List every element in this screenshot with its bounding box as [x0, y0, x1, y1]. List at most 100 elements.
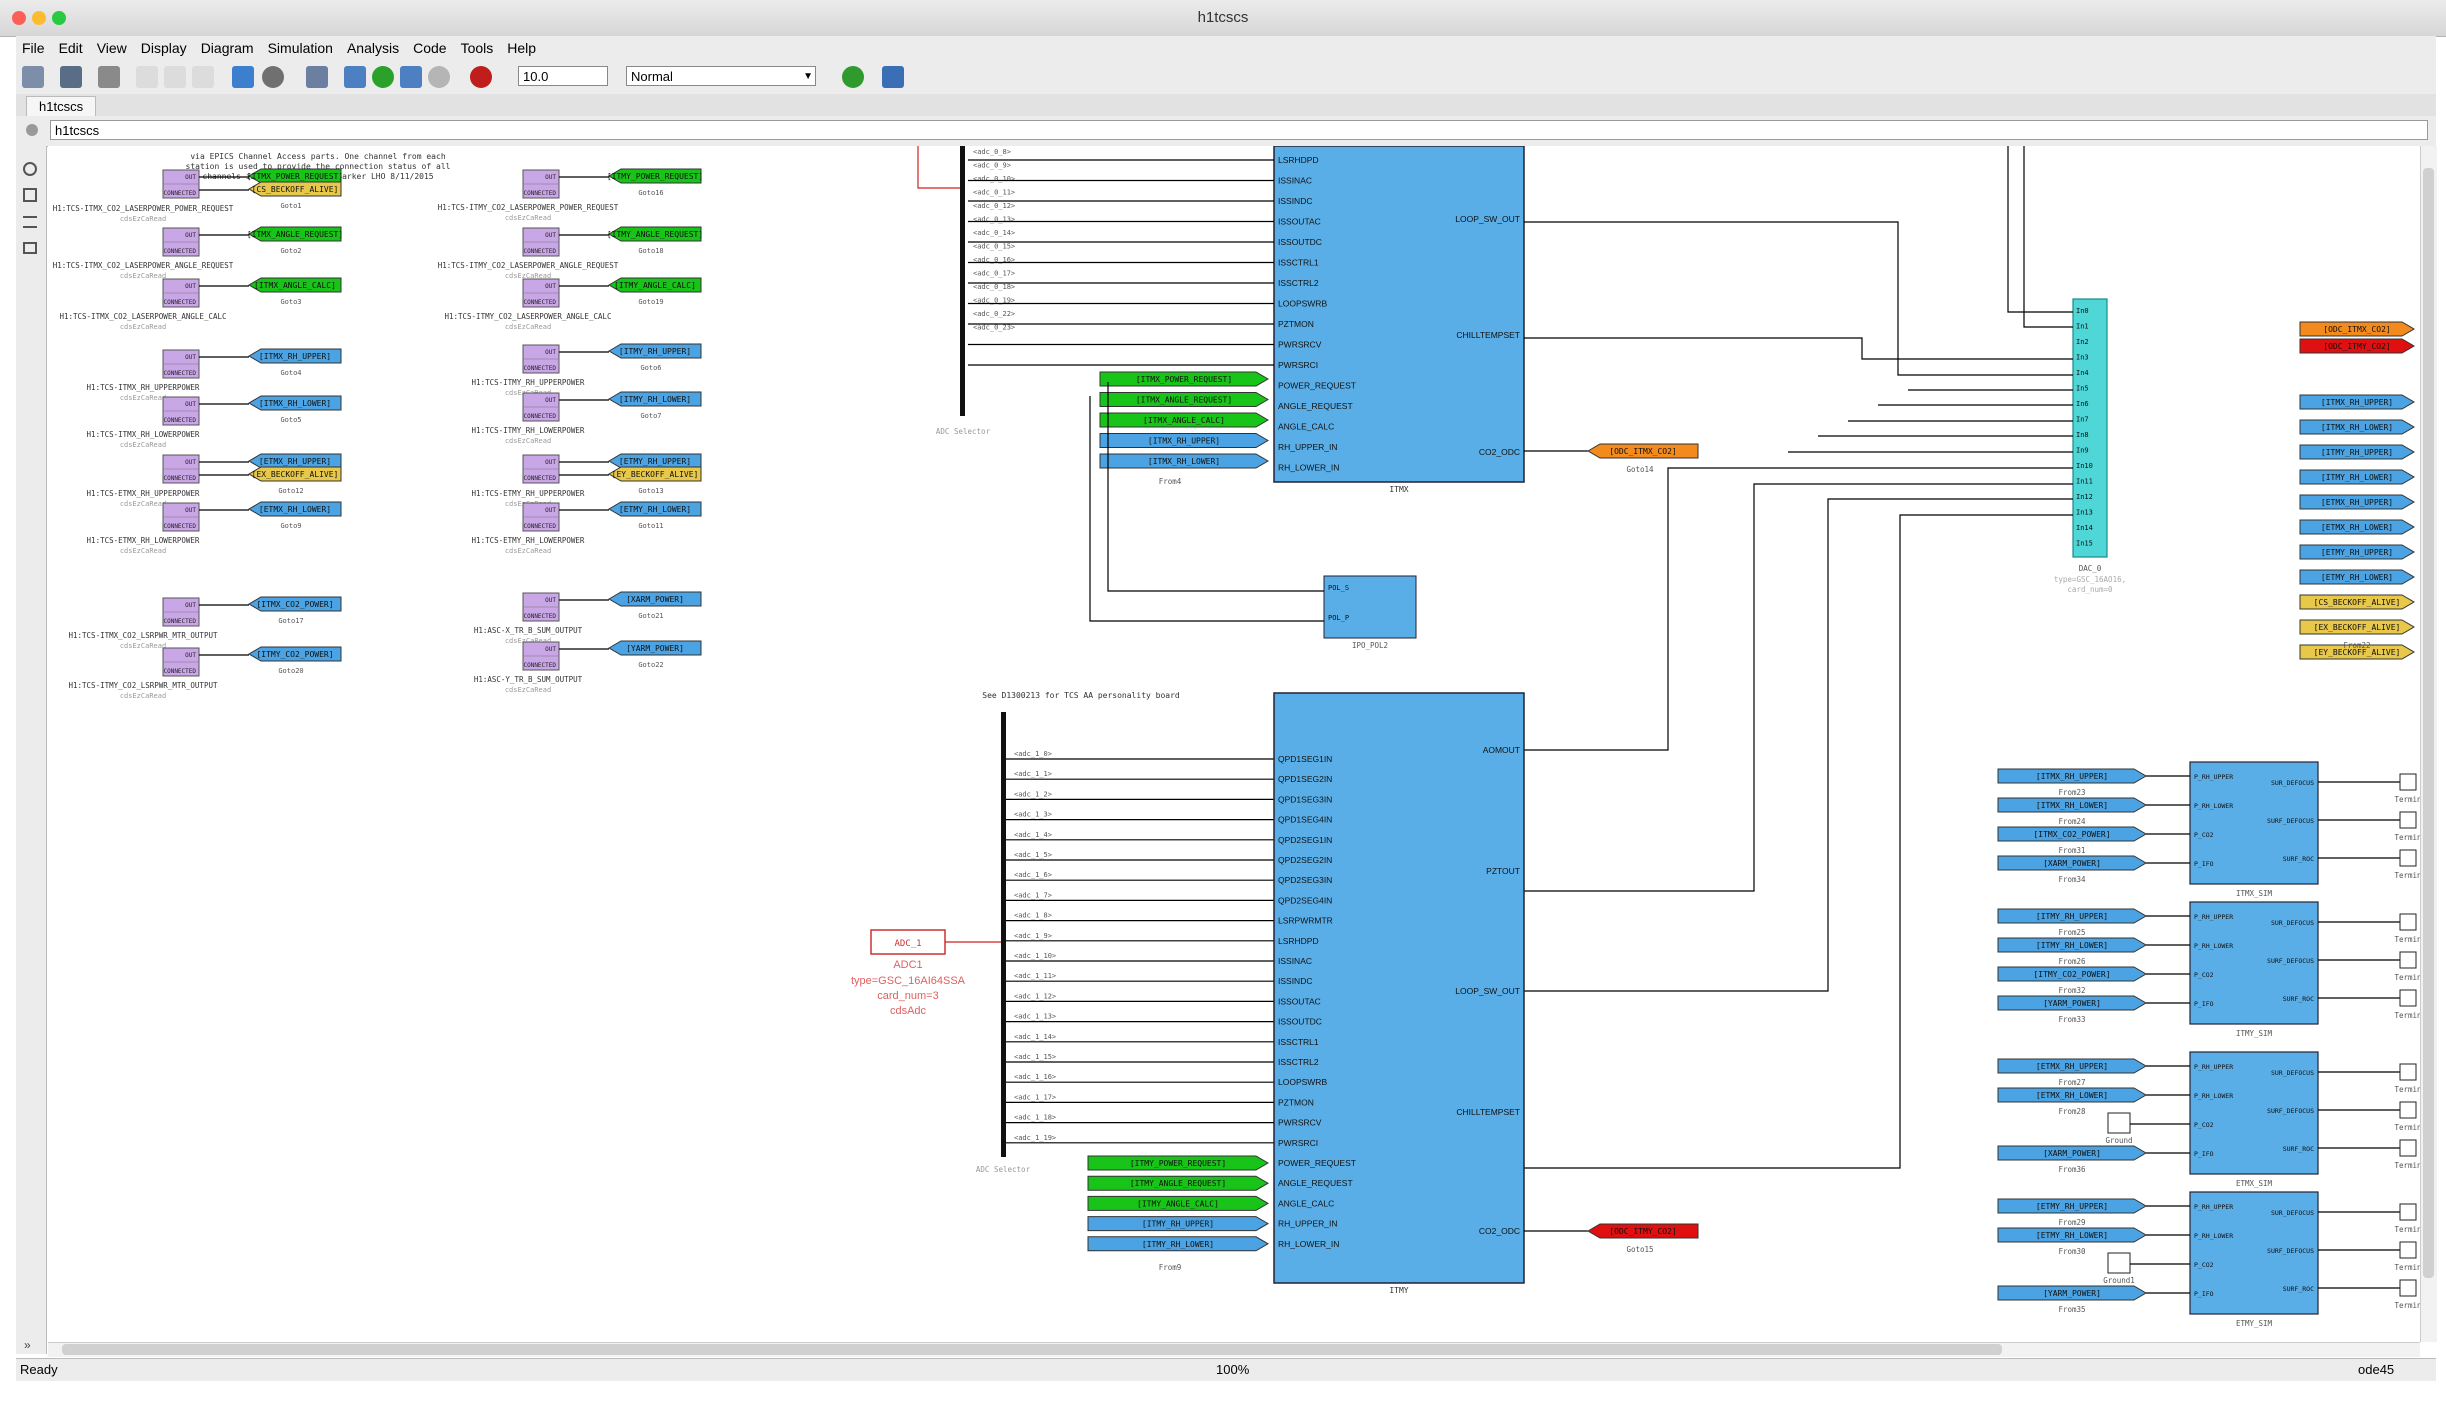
terminator-block[interactable] — [2399, 1101, 2417, 1119]
zoom-icon[interactable] — [23, 162, 37, 176]
terminator-block[interactable] — [2399, 773, 2417, 791]
itmx-subsystem[interactable] — [1273, 146, 1525, 483]
from-tag[interactable] — [2299, 321, 2415, 337]
goto-tag[interactable] — [608, 640, 702, 656]
grid-icon[interactable] — [882, 66, 904, 88]
from-tag[interactable] — [1087, 1175, 1269, 1191]
from-tag[interactable] — [2299, 519, 2415, 535]
from-tag[interactable] — [1997, 966, 2147, 982]
menu-display[interactable]: Display — [140, 40, 187, 56]
sim-subsystem[interactable] — [2189, 1191, 2319, 1315]
check-icon[interactable] — [842, 66, 864, 88]
goto-tag[interactable] — [608, 391, 702, 407]
goto-tag[interactable] — [248, 453, 342, 469]
adc0-selector-bar[interactable] — [960, 146, 965, 416]
goto-tag[interactable] — [608, 453, 702, 469]
from-tag[interactable] — [1087, 1155, 1269, 1171]
history-icon[interactable] — [26, 124, 38, 136]
goto-tag[interactable] — [608, 501, 702, 517]
forward-icon[interactable] — [164, 66, 186, 88]
goto-tag[interactable] — [248, 277, 342, 293]
fit-view-icon[interactable] — [23, 188, 37, 202]
goto-tag[interactable] — [248, 395, 342, 411]
from-tag[interactable] — [1099, 371, 1269, 387]
goto-tag[interactable] — [248, 168, 342, 184]
ground-block[interactable] — [2107, 1252, 2131, 1274]
goto-tag[interactable] — [608, 343, 702, 359]
from-tag[interactable] — [2299, 594, 2415, 610]
goto-tag[interactable] — [1587, 1223, 1699, 1239]
from-tag[interactable] — [1997, 797, 2147, 813]
model-canvas[interactable]: via EPICS Channel Access parts. One chan… — [48, 146, 2420, 1342]
step-back-icon[interactable] — [344, 66, 366, 88]
goto-tag[interactable] — [248, 596, 342, 612]
from-tag[interactable] — [2299, 544, 2415, 560]
terminator-block[interactable] — [2399, 1279, 2417, 1297]
from-tag[interactable] — [1997, 937, 2147, 953]
goto-tag[interactable] — [608, 277, 702, 293]
goto-tag[interactable] — [608, 226, 702, 242]
menu-view[interactable]: View — [96, 40, 127, 56]
from-tag[interactable] — [1997, 1145, 2147, 1161]
adc1-block[interactable] — [870, 929, 946, 955]
from-tag[interactable] — [1997, 1198, 2147, 1214]
from-tag[interactable] — [2299, 444, 2415, 460]
print-icon[interactable] — [98, 66, 120, 88]
from-tag[interactable] — [1087, 1195, 1269, 1211]
step-forward-icon[interactable] — [400, 66, 422, 88]
vertical-scrollbar[interactable] — [2420, 146, 2437, 1342]
model-explorer-icon[interactable] — [306, 66, 328, 88]
up-icon[interactable] — [192, 66, 214, 88]
goto-tag[interactable] — [608, 591, 702, 607]
save-icon[interactable] — [60, 66, 82, 88]
terminator-block[interactable] — [2399, 913, 2417, 931]
stop-time-input[interactable]: 10.0 — [518, 66, 608, 86]
run-icon[interactable] — [372, 66, 394, 88]
goto-tag[interactable] — [248, 646, 342, 662]
back-icon[interactable] — [136, 66, 158, 88]
terminator-block[interactable] — [2399, 951, 2417, 969]
terminator-block[interactable] — [2399, 989, 2417, 1007]
menu-code[interactable]: Code — [413, 40, 447, 56]
from-tag[interactable] — [1997, 908, 2147, 924]
terminator-block[interactable] — [2399, 1063, 2417, 1081]
from-tag[interactable] — [2299, 494, 2415, 510]
itmy-subsystem[interactable] — [1273, 692, 1525, 1284]
menu-simulation[interactable]: Simulation — [267, 40, 333, 56]
block-diagram[interactable]: via EPICS Channel Access parts. One chan… — [48, 146, 2420, 1342]
from-tag[interactable] — [2299, 644, 2415, 660]
goto-tag[interactable] — [248, 181, 342, 197]
library-browser-icon[interactable] — [232, 66, 254, 88]
from-tag[interactable] — [2299, 469, 2415, 485]
from-tag[interactable] — [2299, 619, 2415, 635]
goto-tag[interactable] — [608, 466, 702, 482]
sim-subsystem[interactable] — [2189, 761, 2319, 885]
adc1-selector-bar[interactable] — [1001, 712, 1006, 1157]
goto-tag[interactable] — [248, 226, 342, 242]
simulation-mode-select[interactable]: Normal▼ — [626, 66, 816, 86]
from-tag[interactable] — [2299, 419, 2415, 435]
from-tag[interactable] — [2299, 569, 2415, 585]
sim-subsystem[interactable] — [2189, 901, 2319, 1025]
from-tag[interactable] — [1997, 1227, 2147, 1243]
goto-tag[interactable] — [248, 348, 342, 364]
from-tag[interactable] — [1099, 453, 1269, 469]
menu-tools[interactable]: Tools — [460, 40, 494, 56]
terminator-block[interactable] — [2399, 811, 2417, 829]
close-window-button[interactable] — [12, 11, 26, 25]
from-tag[interactable] — [1087, 1236, 1269, 1252]
from-tag[interactable] — [2299, 394, 2415, 410]
tab-model[interactable]: h1tcscs — [26, 96, 97, 116]
dac-block[interactable] — [2072, 298, 2108, 558]
menu-file[interactable]: File — [22, 40, 45, 56]
menu-diagram[interactable]: Diagram — [200, 40, 254, 56]
new-model-icon[interactable] — [22, 66, 44, 88]
zoom-window-button[interactable] — [52, 11, 66, 25]
gear-icon[interactable] — [262, 66, 284, 88]
from-tag[interactable] — [1099, 433, 1269, 448]
terminator-block[interactable] — [2399, 849, 2417, 867]
from-tag[interactable] — [1087, 1216, 1269, 1232]
from-tag[interactable] — [1099, 392, 1269, 407]
menu-analysis[interactable]: Analysis — [346, 40, 400, 56]
menu-help[interactable]: Help — [507, 40, 537, 56]
